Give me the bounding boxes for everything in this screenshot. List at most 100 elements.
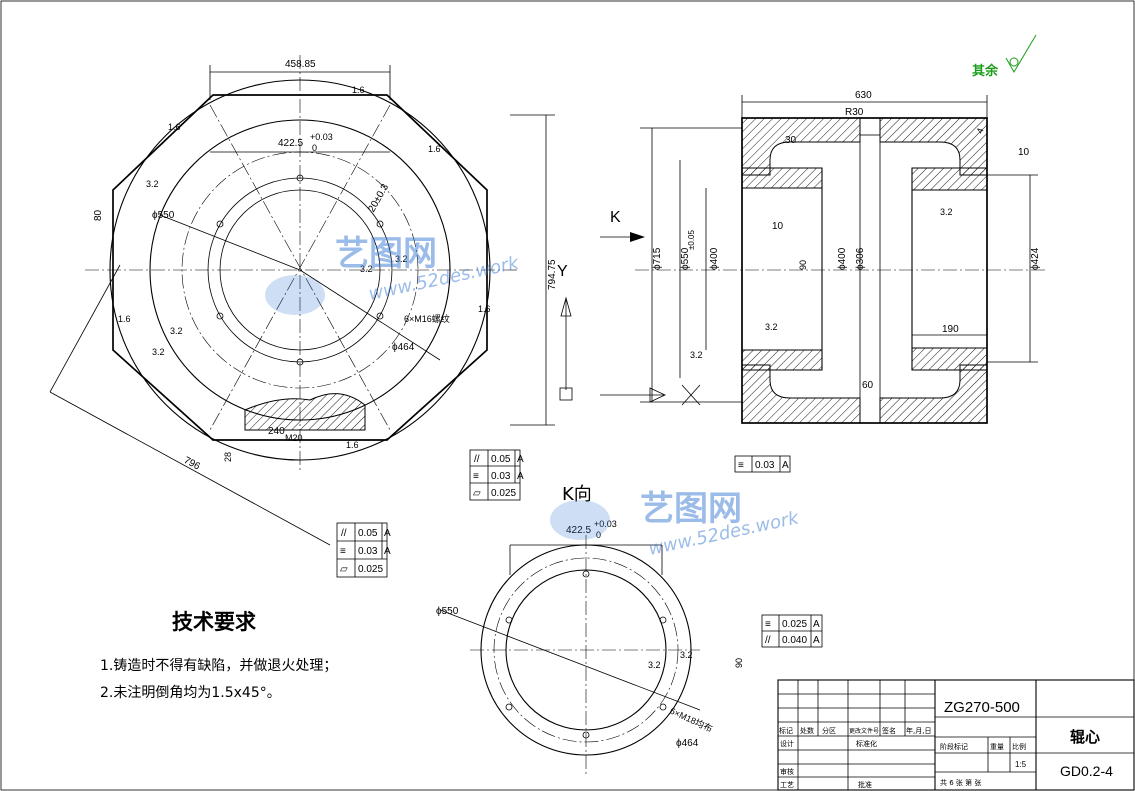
rough-left-bottom-b: 3.2 — [170, 326, 183, 336]
dim-r30: R30 — [845, 107, 864, 118]
dim-400: ϕ400 — [709, 247, 720, 270]
rough-left-bottom-c: 3.2 — [152, 347, 165, 357]
tb-sheets: 共 6 张 第 张 — [940, 778, 981, 787]
tb-count: 处数 — [800, 726, 814, 735]
tb-mark: 标记 — [779, 726, 793, 735]
dim-total: 630 — [855, 90, 872, 101]
bolt-hole — [376, 312, 384, 320]
dim-width: 458.85 — [285, 59, 316, 70]
tol-parallel: 0.05 — [491, 454, 511, 465]
svg-text:≡: ≡ — [340, 546, 346, 557]
dim-424: ϕ424 — [1030, 247, 1041, 270]
tb-process: 工艺 — [780, 781, 794, 789]
datum-a: A — [813, 619, 820, 630]
tb-approve: 批准 — [858, 780, 872, 789]
tb-design: 设计 — [780, 739, 794, 748]
dim-10-top: 10 — [1018, 147, 1030, 158]
k-rough-b: 3.2 — [680, 650, 693, 660]
datum-a: A — [517, 454, 524, 465]
bottom-section-hatch — [244, 393, 366, 431]
dim-side: 80 — [93, 209, 104, 221]
watermark-name: 艺图网 — [335, 234, 437, 274]
label-y: Y — [557, 263, 568, 280]
dim-line-464 — [299, 269, 441, 361]
requirement-item: 1.铸造时不得有缺陷，并做退火处理； — [100, 657, 337, 674]
watermark-logo-icon-2 — [550, 500, 610, 540]
side-hatch-top-right — [879, 117, 988, 176]
dim-30: 30 — [785, 135, 797, 146]
rough-center-b: 3.2 — [395, 254, 408, 264]
tb-sign: 签名 — [882, 726, 896, 735]
rough-left-top: 1.6 — [168, 122, 181, 132]
k-dim-pcd: 422.5 — [566, 525, 591, 536]
rough-left-bottom: 1.6 — [118, 314, 131, 324]
rough-right-bottom: 1.6 — [478, 304, 491, 314]
rough-right-top: 1.6 — [428, 144, 441, 154]
side-rough-mid: 3.2 — [765, 322, 778, 332]
rough-top: 1.6 — [352, 85, 365, 95]
dim-diag: 796 — [182, 455, 202, 473]
side-center-web — [859, 134, 881, 424]
dim-angle: 20±0.3 — [366, 182, 391, 214]
svg-text:≡: ≡ — [738, 460, 744, 471]
bolt-hole — [296, 174, 304, 182]
dim-bottom-thread: M20 — [285, 433, 303, 443]
k-tol-parallel: 0.040 — [782, 635, 807, 646]
surface-check-icon — [1005, 34, 1037, 73]
side-rough-right: 3.2 — [940, 207, 953, 217]
technical-requirements: 技术要求 1.铸造时不得有缺陷，并做退火处理； 2.未注明倒角均为1.5x45°… — [100, 610, 337, 701]
dim-190: 190 — [942, 324, 959, 335]
bolt-hole — [376, 220, 384, 228]
dim-diam-464: ϕ464 — [392, 342, 415, 353]
k-rough-a: 3.2 — [648, 660, 661, 670]
dim-height: 794.75 — [547, 259, 558, 290]
tb-part-name: 辊心 — [1070, 728, 1100, 746]
rough-center: 3.2 — [360, 264, 373, 274]
svg-text:≡: ≡ — [765, 619, 771, 630]
datum-a: A — [782, 460, 789, 471]
requirement-item: 2.未注明倒角均为1.5x45°。 — [100, 685, 281, 701]
dim-bottom-width: 240 — [268, 426, 285, 437]
tol-symmetry: 0.03 — [358, 546, 378, 557]
datum-a: A — [813, 635, 820, 646]
diam-464-circle — [219, 189, 381, 351]
surface-note: 其余 — [972, 63, 999, 79]
side-hatch-ring-top-r — [911, 167, 988, 191]
bolt-hole — [659, 703, 667, 711]
title-block: 标记 处数 分区 更改文件号 签名 年,月,日 设计 标准化 审核 工艺 批准 … — [777, 679, 1135, 791]
bolt-hole — [582, 731, 590, 739]
tol-flatness: 0.025 — [358, 564, 383, 575]
tb-drawing-no: GD0.2-4 — [1060, 763, 1113, 779]
side-view: 630 R30 30 10 10 4 ϕ715 ϕ550 ±0.05 ϕ400 … — [469, 34, 1045, 501]
svg-text://: // — [474, 454, 480, 465]
dim-400b: ϕ400 — [837, 247, 848, 270]
dim-pcd-tol-upper: +0.03 — [310, 132, 333, 142]
svg-text:▱: ▱ — [340, 564, 348, 575]
dim-diam-550: ϕ550 — [152, 210, 175, 221]
tb-doc: 更改文件号 — [849, 727, 879, 735]
k-dim-pcd-tol-lower: 0 — [596, 530, 601, 540]
tb-material: ZG270-500 — [944, 699, 1020, 716]
datum-a: A — [517, 471, 524, 482]
label-k: K — [610, 209, 621, 226]
tol-symmetry-b: 0.03 — [755, 460, 775, 471]
side-hatch-bottom-left — [741, 364, 861, 424]
tb-standardize: 标准化 — [856, 739, 877, 748]
datum-a: A — [384, 546, 391, 557]
front-diag-centerline-b — [209, 104, 391, 431]
dim-4: 4 — [975, 127, 986, 135]
rough-bottom: 1.6 — [346, 440, 359, 450]
datum-a: A — [384, 528, 391, 539]
dim-10-inner: 10 — [772, 221, 784, 232]
side-hatch-bottom-right — [879, 364, 988, 424]
dim-pcd-tol-lower: 0 — [312, 143, 317, 153]
k-dim-90: 90 — [734, 658, 744, 668]
octagon-outline — [112, 94, 488, 441]
k-dim-pcd-tol-upper: +0.03 — [594, 519, 617, 529]
bolt-hole — [659, 616, 667, 624]
tol-symmetry: 0.03 — [491, 471, 511, 482]
dim-90: 90 — [798, 260, 808, 270]
tb-date: 年,月,日 — [906, 726, 931, 735]
svg-text:≡: ≡ — [473, 471, 479, 482]
